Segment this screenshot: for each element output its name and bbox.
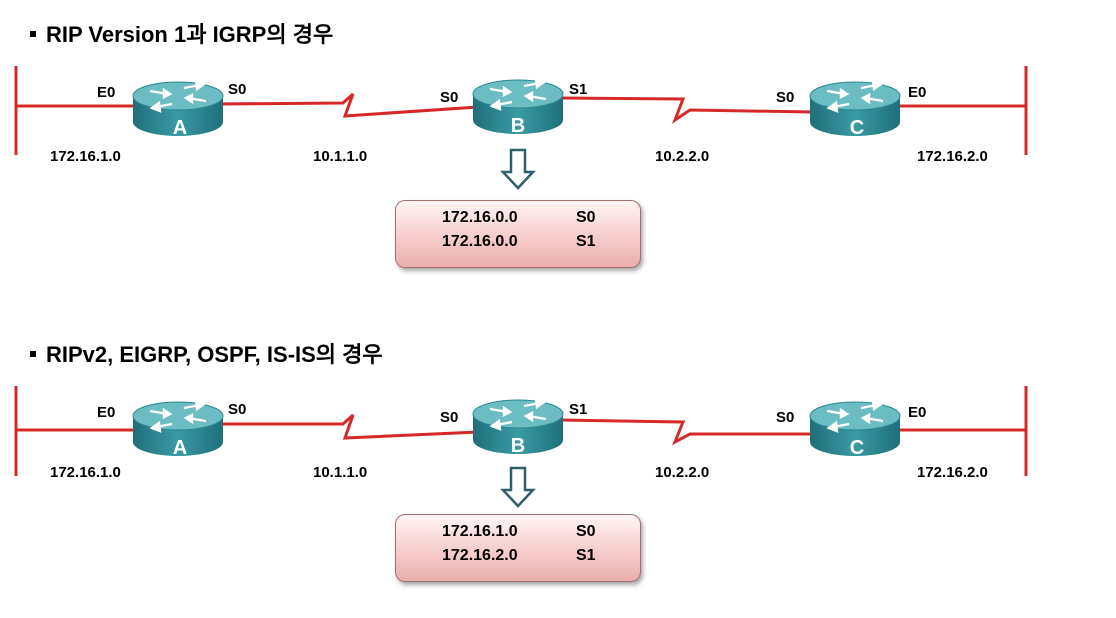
router-a-icon: [132, 79, 224, 136]
route-network: 172.16.1.0: [442, 523, 518, 540]
section-heading-text: RIP Version 1과 IGRP의 경우: [46, 22, 334, 47]
routing-table-row: 172.16.0.0 S0: [396, 209, 640, 231]
network-address-label: 10.2.2.0: [655, 148, 710, 165]
routing-table-row: 172.16.2.0 S1: [396, 547, 640, 569]
interface-label: S0: [776, 409, 795, 426]
interface-label: S0: [440, 89, 459, 106]
network-address-label: 172.16.2.0: [917, 464, 988, 481]
router-a-icon: [132, 399, 224, 456]
network-address-label: 10.2.2.0: [655, 464, 710, 481]
bullet-icon: [30, 351, 36, 358]
interface-label: E0: [908, 84, 927, 101]
router-a-letter: A: [173, 437, 187, 459]
interface-label: S1: [569, 81, 588, 98]
down-arrow-icon: [500, 466, 536, 508]
router-b-icon: [472, 397, 564, 454]
scenario-classful: A B C RIP Version 1과 IGRP의 경우 E0 S0 S0 S…: [0, 0, 1116, 300]
down-arrow-icon: [500, 148, 536, 190]
router-c-icon: [809, 79, 901, 136]
interface-label: S0: [228, 401, 247, 418]
routing-table-row: 172.16.1.0 S0: [396, 523, 640, 545]
routing-table-box: 172.16.0.0 S0 172.16.0.0 S1: [395, 200, 641, 268]
router-b-letter: B: [511, 115, 525, 137]
interface-label: E0: [908, 404, 927, 421]
router-b-letter: B: [511, 435, 525, 457]
network-address-label: 172.16.2.0: [917, 148, 988, 165]
serial-link-b-c: [559, 96, 813, 124]
interface-label: S0: [776, 89, 795, 106]
serial-link-b-c: [559, 418, 812, 446]
network-diagram-slide: A B C RIP Version 1과 IGRP의 경우 E0 S0 S0 S…: [0, 0, 1116, 582]
section-heading-text: RIPv2, EIGRP, OSPF, IS-IS의 경우: [46, 342, 383, 367]
section-heading: RIPv2, EIGRP, OSPF, IS-IS의 경우: [30, 340, 383, 370]
network-address-label: 172.16.1.0: [50, 464, 121, 481]
route-interface: S1: [576, 547, 596, 564]
router-a-letter: A: [173, 117, 187, 139]
router-b-icon: [472, 77, 564, 134]
routing-table-box: 172.16.1.0 S0 172.16.2.0 S1: [395, 514, 641, 582]
scenario-classless: A B C RIPv2, EIGRP, OSPF, IS-IS의 경우 E0 S…: [0, 318, 1116, 618]
router-c-letter: C: [850, 117, 864, 139]
interface-label: E0: [97, 404, 116, 421]
interface-label: E0: [97, 84, 116, 101]
route-interface: S0: [576, 523, 596, 540]
interface-label: S1: [569, 401, 588, 418]
topology-graphic: A B C: [14, 66, 1028, 190]
route-interface: S1: [576, 233, 596, 250]
router-c-letter: C: [850, 437, 864, 459]
routing-table-row: 172.16.0.0 S1: [396, 233, 640, 255]
route-network: 172.16.0.0: [442, 209, 518, 226]
route-network: 172.16.0.0: [442, 233, 518, 250]
serial-link-a-b: [215, 413, 479, 440]
interface-label: S0: [440, 409, 459, 426]
network-address-label: 10.1.1.0: [313, 464, 368, 481]
router-c-icon: [809, 399, 901, 456]
serial-link-a-b: [214, 92, 479, 118]
route-interface: S0: [576, 209, 596, 226]
route-network: 172.16.2.0: [442, 547, 518, 564]
network-address-label: 10.1.1.0: [313, 148, 368, 165]
interface-label: S0: [228, 81, 247, 98]
topology-graphic: A B C: [14, 386, 1028, 508]
network-address-label: 172.16.1.0: [50, 148, 121, 165]
bullet-icon: [30, 31, 36, 38]
section-heading: RIP Version 1과 IGRP의 경우: [30, 20, 333, 50]
